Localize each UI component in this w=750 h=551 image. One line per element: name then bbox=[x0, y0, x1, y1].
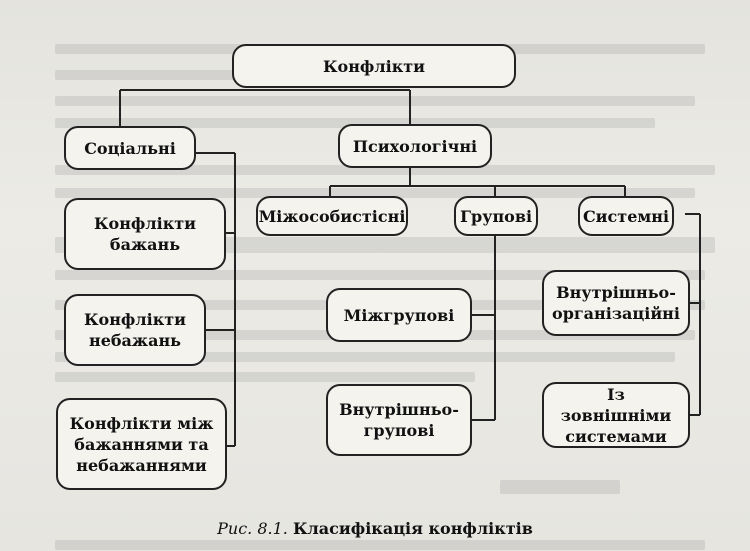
social-item-desires-box: Конфлікти бажань bbox=[64, 198, 226, 270]
intergroup-box: Міжгрупові bbox=[326, 288, 472, 342]
group-item-label: Міжгрупові bbox=[343, 305, 455, 325]
bleed-line bbox=[55, 352, 675, 362]
bleed-line bbox=[55, 188, 695, 198]
systemic-item-label: Внутрішньо- організаційні bbox=[552, 283, 680, 323]
interpersonal-label: Міжособистісні bbox=[258, 206, 406, 226]
external-systems-box: Із зовнішніми системами bbox=[542, 382, 690, 448]
social-item-mixed-box: Конфлікти між бажаннями та небажаннями bbox=[56, 398, 227, 490]
bleed-line bbox=[55, 96, 695, 106]
bleed-line bbox=[55, 165, 715, 175]
root-box: Конфлікти bbox=[232, 44, 516, 88]
intraorganizational-box: Внутрішньо- організаційні bbox=[542, 270, 690, 336]
figure-title: Класифікація конфліктів bbox=[292, 519, 533, 538]
systemic-label: Системні bbox=[582, 206, 670, 226]
systemic-box: Системні bbox=[578, 196, 674, 236]
psychological-label: Психологічні bbox=[352, 136, 478, 156]
figure-number: Рис. 8.1. bbox=[217, 519, 288, 538]
intragroup-box: Внутрішньо- групові bbox=[326, 384, 472, 456]
social-item-undesires-box: Конфлікти небажань bbox=[64, 294, 206, 366]
social-box: Соціальні bbox=[64, 126, 196, 170]
systemic-item-label: Із зовнішніми системами bbox=[560, 384, 672, 446]
figure-caption: Рис. 8.1. Класифікація конфліктів bbox=[0, 519, 750, 538]
social-label: Соціальні bbox=[84, 138, 176, 158]
group-label: Групові bbox=[459, 206, 533, 226]
bleed-line bbox=[55, 372, 475, 382]
social-item-label: Конфлікти між бажаннями та небажаннями bbox=[69, 413, 214, 475]
bleed-line bbox=[55, 540, 705, 550]
bleed-line bbox=[55, 270, 705, 280]
group-box: Групові bbox=[454, 196, 538, 236]
psychological-box: Психологічні bbox=[338, 124, 492, 168]
interpersonal-box: Міжособистісні bbox=[256, 196, 408, 236]
root-label: Конфлікти bbox=[322, 56, 426, 76]
group-item-label: Внутрішньо- групові bbox=[339, 400, 459, 440]
bleed-line bbox=[500, 480, 620, 494]
social-item-label: Конфлікти небажань bbox=[83, 310, 187, 350]
bleed-line bbox=[55, 118, 655, 128]
social-item-label: Конфлікти бажань bbox=[93, 214, 197, 254]
